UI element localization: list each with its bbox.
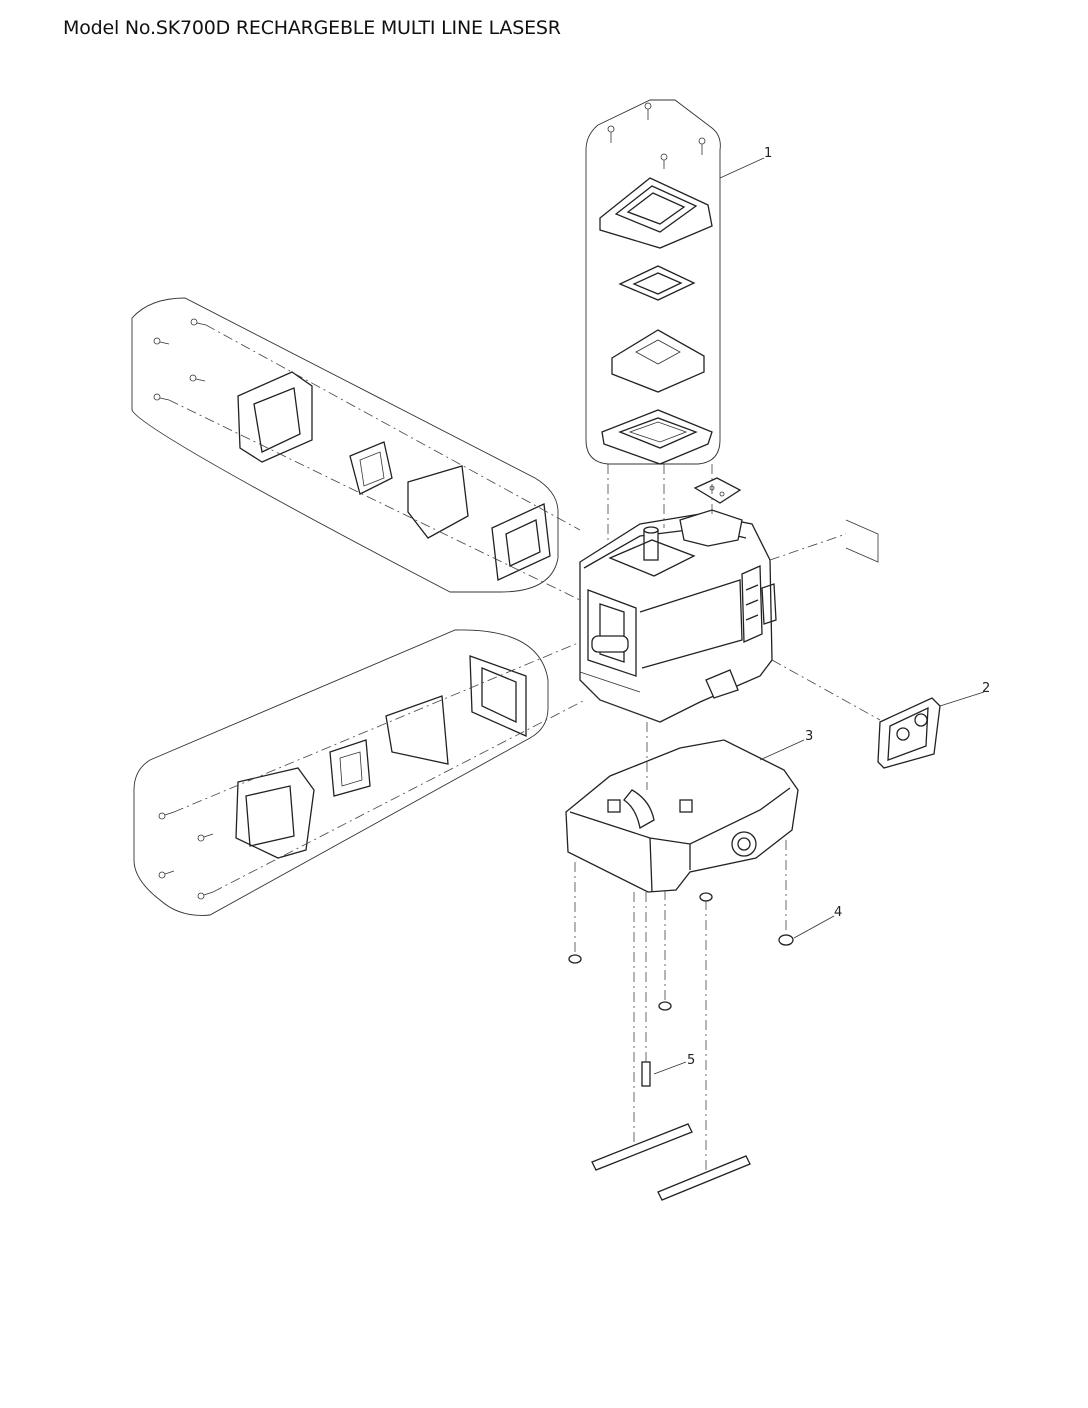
feet-nuts: 4 xyxy=(568,840,842,1011)
top-cover xyxy=(599,177,713,249)
top-screws xyxy=(607,102,706,169)
left-upper-cover xyxy=(237,371,313,463)
left-lower-window-frame xyxy=(469,655,527,738)
callout-4: 4 xyxy=(834,905,842,920)
rear-label xyxy=(845,519,879,563)
left-lower-gasket xyxy=(329,739,371,797)
callout-3: 3 xyxy=(805,729,813,744)
bottom-screws: 5 xyxy=(633,892,707,1180)
label-plate xyxy=(693,477,742,504)
top-window-frame xyxy=(601,409,713,465)
battery-base: 3 xyxy=(565,722,813,893)
screw-5 xyxy=(641,1061,651,1087)
top-window-group: 1 xyxy=(585,99,772,465)
main-laser-body xyxy=(579,509,777,723)
base-slot xyxy=(623,789,655,830)
left-lower-screws xyxy=(158,811,214,900)
callout-1: 1 xyxy=(764,146,772,161)
left-upper-gasket xyxy=(349,441,393,495)
left-lower-glass xyxy=(385,695,449,765)
rubber-pads xyxy=(591,1123,751,1201)
callout-5: 5 xyxy=(687,1053,695,1068)
left-upper-window-frame xyxy=(491,503,551,581)
left-lower-window-group xyxy=(133,629,586,916)
left-upper-glass xyxy=(407,465,469,539)
left-upper-screws xyxy=(153,318,207,401)
control-panel: 2 xyxy=(877,681,990,769)
top-glass xyxy=(611,329,705,393)
callout-2: 2 xyxy=(982,681,990,696)
top-gasket xyxy=(618,265,696,301)
left-upper-window-group xyxy=(131,297,581,601)
diagram-title: Model No.SK700D RECHARGEBLE MULTI LINE L… xyxy=(63,17,561,39)
laser-head xyxy=(643,529,659,561)
base-knob xyxy=(731,831,757,857)
